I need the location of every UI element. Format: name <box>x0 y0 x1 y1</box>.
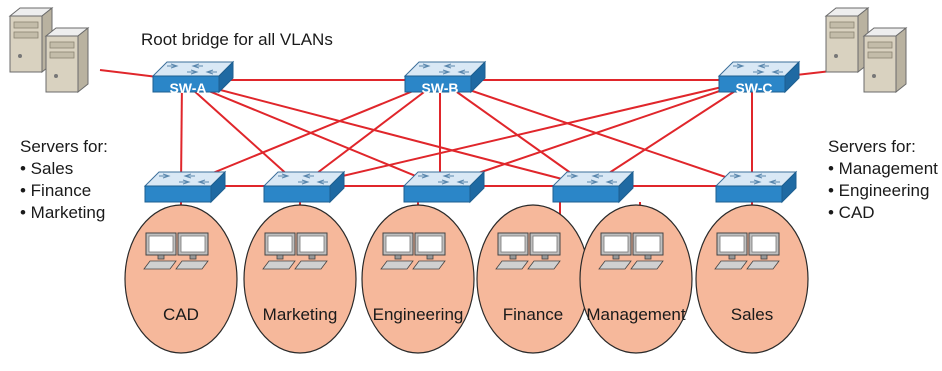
switch-sw-b[interactable]: SW-B <box>404 61 486 96</box>
servers-left-item: • Marketing <box>20 203 105 222</box>
vlan-label-marketing: Marketing <box>263 305 338 324</box>
root-bridge-note: Root bridge for all VLANs <box>141 30 333 49</box>
vlan-label-finance: Finance <box>503 305 563 324</box>
servers-left-item: • Finance <box>20 181 91 200</box>
link-sc-a4 <box>588 79 753 187</box>
servers-right-item: • Engineering <box>828 181 929 200</box>
link-sb-a1 <box>180 79 441 187</box>
link-sa-a2 <box>181 79 301 187</box>
link-sa-a1 <box>180 79 183 187</box>
switch-label-sw-a: SW-A <box>169 80 206 96</box>
switch-label-sw-c: SW-C <box>735 80 772 96</box>
vlan-label-cad: CAD <box>163 305 199 324</box>
servers-left-icon <box>9 7 89 93</box>
vlan-finance[interactable]: Finance <box>476 204 590 354</box>
access-switch-engineering[interactable] <box>403 171 485 203</box>
switch-sw-c[interactable]: SW-C <box>718 61 800 96</box>
vlan-groups: CAD Marketing Engineering Finance Manage… <box>124 204 809 354</box>
switch-sw-a[interactable]: SW-A <box>152 61 234 96</box>
link-sc-a2 <box>299 79 753 187</box>
servers-left-item: • Sales <box>20 159 73 178</box>
vlan-label-sales: Sales <box>731 305 774 324</box>
servers-right-item: • CAD <box>828 203 875 222</box>
network-links <box>99 69 841 232</box>
link-sb-a2 <box>299 79 441 187</box>
vlan-cad[interactable]: CAD <box>124 204 238 354</box>
link-sa-a4 <box>181 79 590 187</box>
access-switch-marketing[interactable] <box>263 171 345 203</box>
switch-label-sw-b: SW-B <box>421 80 458 96</box>
servers-left-caption: Servers for: • Sales • Finance • Marketi… <box>20 137 108 222</box>
servers-right-heading: Servers for: <box>828 137 916 156</box>
vlan-sales[interactable]: Sales <box>695 204 809 354</box>
access-switch-finance-management[interactable] <box>552 171 634 203</box>
link-sc-a3 <box>439 79 753 187</box>
servers-right-icon <box>825 7 907 93</box>
vlan-marketing[interactable]: Marketing <box>243 204 357 354</box>
access-switch-sales[interactable] <box>715 171 797 203</box>
link-sb-a4 <box>439 79 590 187</box>
servers-right-item: • Management <box>828 159 938 178</box>
access-switch-cad[interactable] <box>144 171 226 203</box>
vlan-engineering[interactable]: Engineering <box>361 204 475 354</box>
vlan-management[interactable]: Management <box>579 204 693 354</box>
vlan-label-engineering: Engineering <box>373 305 464 324</box>
vlan-label-management: Management <box>586 305 686 324</box>
servers-left-heading: Servers for: <box>20 137 108 156</box>
servers-right-caption: Servers for: • Management • Engineering … <box>828 137 938 222</box>
